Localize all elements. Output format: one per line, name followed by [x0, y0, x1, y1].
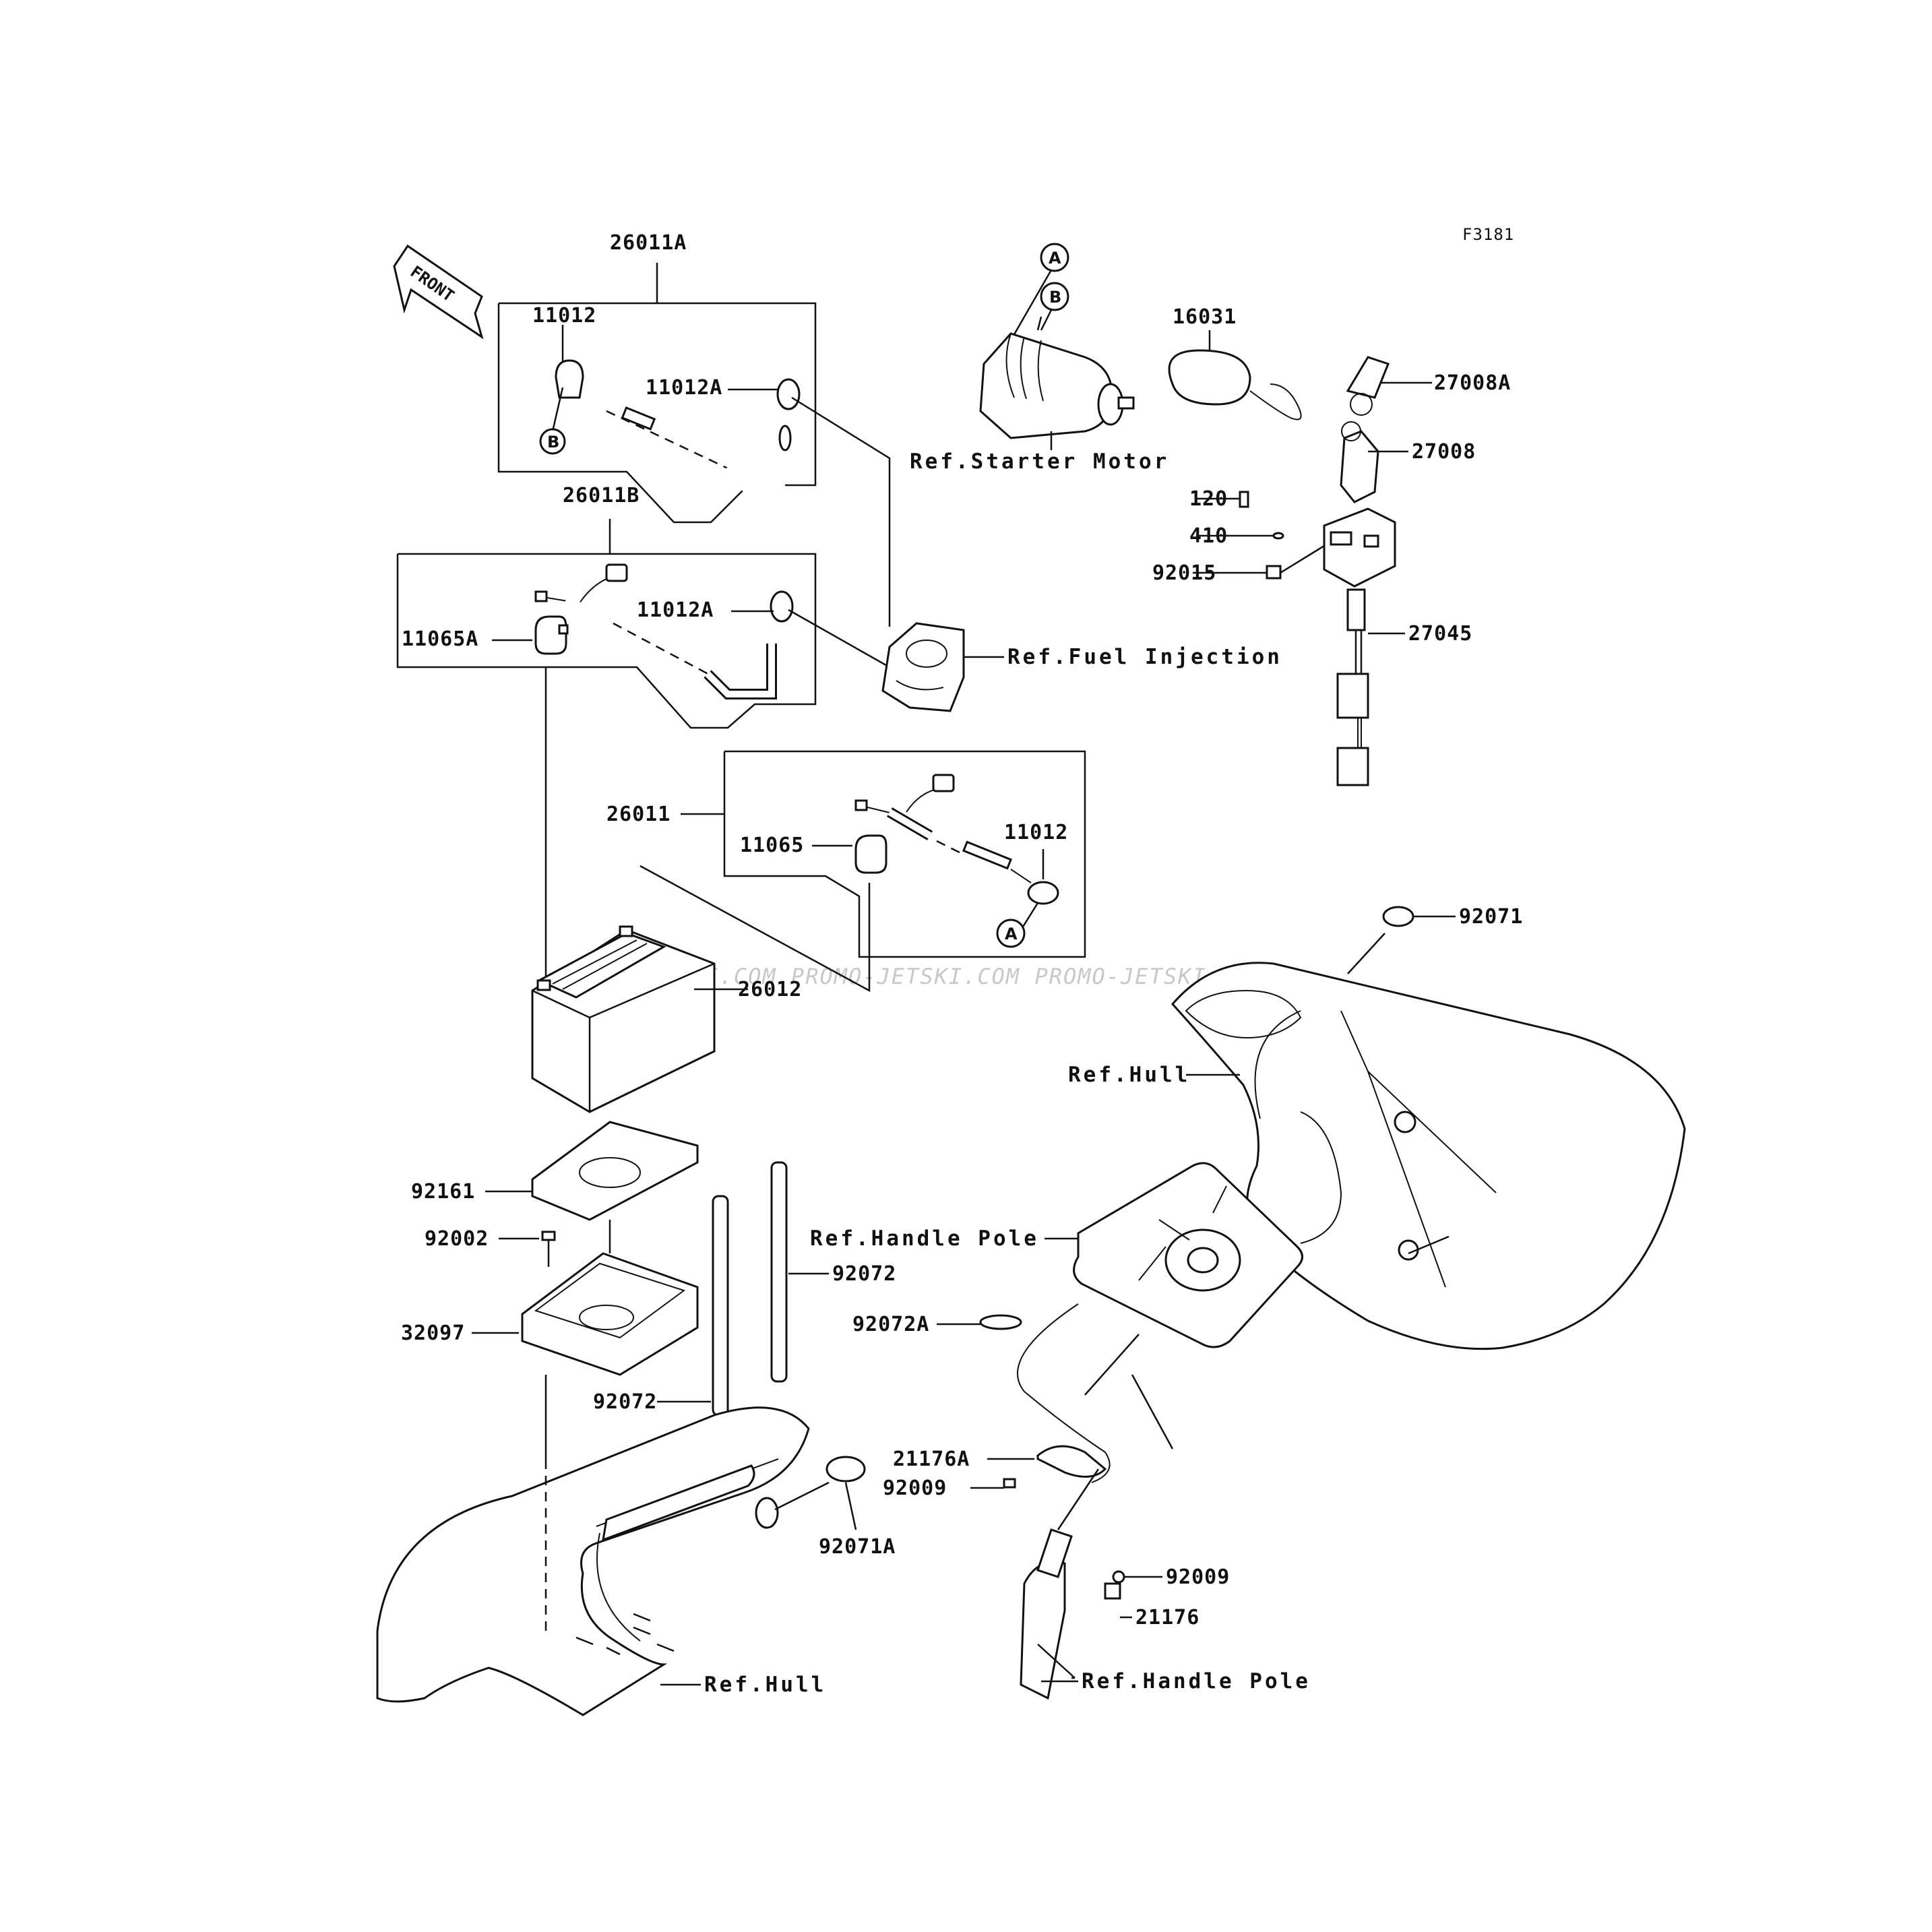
strap-92072-right: 92072: [770, 1161, 896, 1383]
label-92015: 92015: [1152, 561, 1216, 585]
label-11012A-mid: 11012A: [637, 598, 714, 622]
label-26012: 26012: [738, 978, 802, 1001]
label-92072-left: 92072: [593, 1390, 657, 1414]
ref-circle-a-mid-label: A: [1005, 925, 1018, 943]
label-92009-right: 92009: [1166, 1565, 1230, 1589]
battery-cover-92161: 92161: [411, 1121, 699, 1221]
strap-92072-left: 92072: [593, 1195, 729, 1416]
label-21176: 21176: [1135, 1606, 1199, 1629]
starter-motor: A B Ref.Starter Motor: [910, 243, 1169, 474]
wire-harness: 92072A: [852, 1303, 1111, 1483]
front-arrow-icon: FRONT: [393, 244, 484, 340]
key-switch-27045: 120 410 92015 27045: [1152, 487, 1472, 786]
ref-circle-b-top-label: B: [1049, 288, 1061, 307]
diagram-code: F3181: [1462, 225, 1514, 244]
ref-circle-b-left-label: B: [547, 433, 559, 451]
ref-circle-a-mid: [996, 918, 1026, 948]
fuel-injection: Ref.Fuel Injection: [881, 622, 1282, 712]
label-26011: 26011: [606, 803, 671, 826]
battery-26012: 26012: [531, 925, 802, 1113]
label-11065A: 11065A: [402, 627, 478, 651]
label-92071A: 92071A: [819, 1535, 896, 1559]
ref-starter-motor: Ref.Starter Motor: [910, 449, 1169, 474]
ref-fuel-injection: Ref.Fuel Injection: [1007, 645, 1282, 669]
label-92161: 92161: [411, 1180, 475, 1204]
battery-cable-26011A: [555, 359, 801, 499]
label-120: 120: [1189, 487, 1228, 511]
label-27008: 27008: [1412, 440, 1476, 464]
ref-circle-a-top: [1040, 243, 1069, 272]
label-27008A: 27008A: [1434, 371, 1511, 395]
key-27008: 27008: [1340, 421, 1476, 503]
ref-circle-b-top: [1040, 282, 1069, 311]
label-32097: 32097: [401, 1321, 465, 1345]
label-16031: 16031: [1173, 305, 1237, 329]
ref-handle-pole-top: Ref.Handle Pole: [810, 1226, 1039, 1251]
group-26011: A 26011 11065 11012: [606, 750, 1086, 958]
label-92072A: 92072A: [852, 1313, 929, 1336]
label-26011A: 26011A: [610, 231, 687, 255]
key-27008A: 27008A: [1346, 356, 1511, 416]
handle-pole-plate: Ref.Handle Pole: [810, 1162, 1303, 1450]
label-410: 410: [1189, 524, 1228, 548]
label-11012-top: 11012: [532, 304, 596, 328]
clamp-21176A: 21176A 92009: [883, 1445, 1107, 1500]
ref-handle-pole-bottom: Ref.Handle Pole: [1082, 1669, 1311, 1693]
slot-marks: [575, 1613, 675, 1656]
label-92071: 92071: [1459, 905, 1523, 929]
label-11012-mid: 11012: [1004, 821, 1068, 844]
label-92009-left: 92009: [883, 1476, 947, 1500]
label-27045: 27045: [1408, 622, 1472, 646]
label-11012A-top: 11012A: [646, 376, 722, 400]
watermark: JETSKI.COM PROMO-JETSKI.COM PROMO-JETSKI…: [633, 964, 1264, 989]
grommet-92071A: 92071A: [774, 1456, 896, 1559]
bolt-92002: 92002: [425, 1227, 556, 1267]
group-26011A: B 26011A 11012 11012A: [497, 231, 817, 524]
lanyard-16031: 16031: [1168, 305, 1302, 420]
group-26011B: 26011B 11065A 11012A: [396, 484, 817, 729]
ref-hull-bottom: Ref.Hull: [704, 1673, 826, 1697]
hull-bottom: Ref.Hull: [376, 1406, 826, 1716]
label-11065: 11065: [740, 834, 804, 857]
label-92072-right: 92072: [832, 1262, 896, 1286]
ref-circle-b-left: [539, 428, 566, 455]
ref-hull-right: Ref.Hull: [1068, 1063, 1190, 1087]
label-92002: 92002: [425, 1227, 489, 1251]
label-21176A: 21176A: [893, 1447, 970, 1471]
battery-case-32097: 32097: [401, 1220, 699, 1469]
label-26011B: 26011B: [563, 484, 640, 507]
steering-shaft: 92009 21176 Ref.Handle Pole: [1020, 1468, 1311, 1700]
ref-circle-a-top-label: A: [1049, 249, 1061, 268]
